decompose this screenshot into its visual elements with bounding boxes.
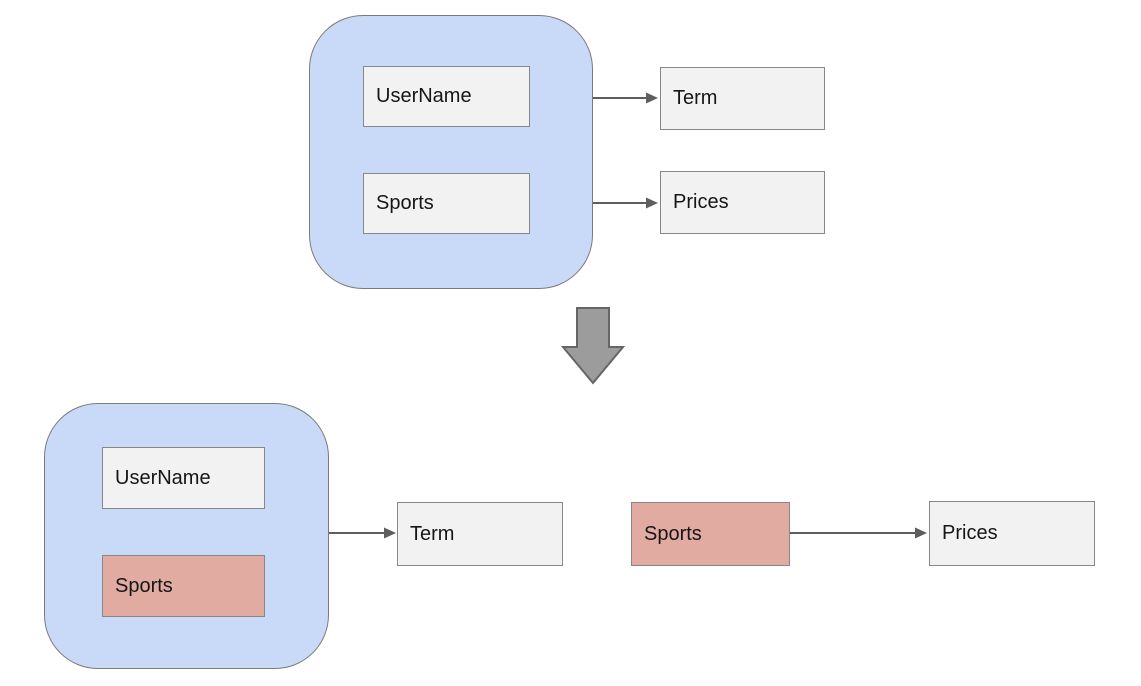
after-field-username-label: UserName <box>115 466 211 489</box>
before-target-term-label: Term <box>673 87 718 109</box>
before-field-username: UserName <box>363 66 530 127</box>
arrow-before-container-to-term <box>593 92 658 104</box>
after-field-sports-label: Sports <box>115 574 173 597</box>
arrow-after-sports-to-prices <box>790 527 927 539</box>
after-standalone-sports: Sports <box>631 502 790 566</box>
block-down-arrow-icon <box>560 307 626 385</box>
after-standalone-sports-label: Sports <box>644 522 702 545</box>
after-target-prices-label: Prices <box>942 522 998 544</box>
before-field-sports: Sports <box>363 173 530 234</box>
after-field-username: UserName <box>102 447 265 509</box>
after-user-container <box>44 403 329 669</box>
after-field-sports: Sports <box>102 555 265 617</box>
before-target-prices-label: Prices <box>673 191 729 213</box>
before-target-term: Term <box>660 67 825 130</box>
after-target-term-label: Term <box>410 522 455 545</box>
before-field-sports-label: Sports <box>376 192 434 214</box>
after-target-term: Term <box>397 502 563 566</box>
before-target-prices: Prices <box>660 171 825 234</box>
arrow-after-container-to-term <box>329 527 396 539</box>
before-user-container <box>309 15 593 289</box>
after-target-prices: Prices <box>929 501 1095 566</box>
before-field-username-label: UserName <box>376 85 472 107</box>
